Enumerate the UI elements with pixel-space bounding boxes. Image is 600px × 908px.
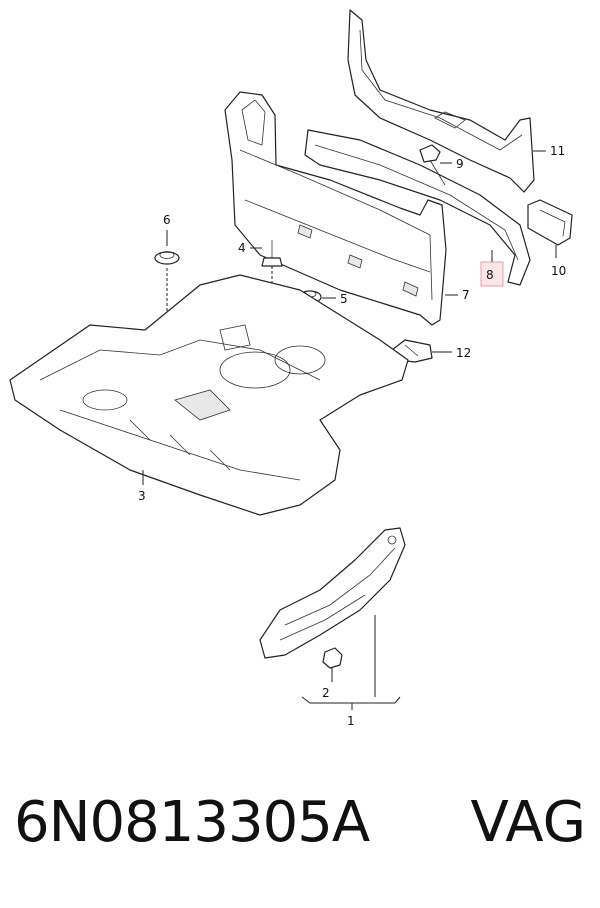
callout-1: 1 (347, 714, 355, 728)
callout-4: 4 (238, 241, 246, 255)
part-10-bracket (527, 199, 573, 246)
part-3-floor-pan (9, 274, 409, 516)
callout-5: 5 (340, 292, 348, 306)
part-7-rear-panel (224, 91, 447, 326)
parts-diagram: 11 8 9 10 7 12 6 (9, 9, 573, 728)
callout-9: 9 (456, 157, 464, 171)
brand-label: VAG (470, 790, 586, 855)
callout-6: 6 (163, 213, 171, 227)
callout-12: 12 (456, 346, 471, 360)
part-8-trim-strip (304, 129, 531, 286)
part-number: 6N0813305A (14, 790, 370, 855)
part-11-upper-rail (347, 9, 535, 193)
part-2-clip (322, 647, 343, 669)
footer: 6N0813305A VAG (0, 790, 600, 890)
callout-11: 11 (550, 144, 565, 158)
callout-10: 10 (551, 264, 566, 278)
part-1-side-member (259, 527, 406, 659)
callout-8: 8 (486, 268, 494, 282)
callout-7: 7 (462, 288, 470, 302)
part-9-bolt (419, 144, 446, 186)
part-6-grommet (154, 251, 180, 265)
callout-3: 3 (138, 489, 146, 503)
callout-2: 2 (322, 686, 330, 700)
part-4-screw (261, 240, 283, 267)
